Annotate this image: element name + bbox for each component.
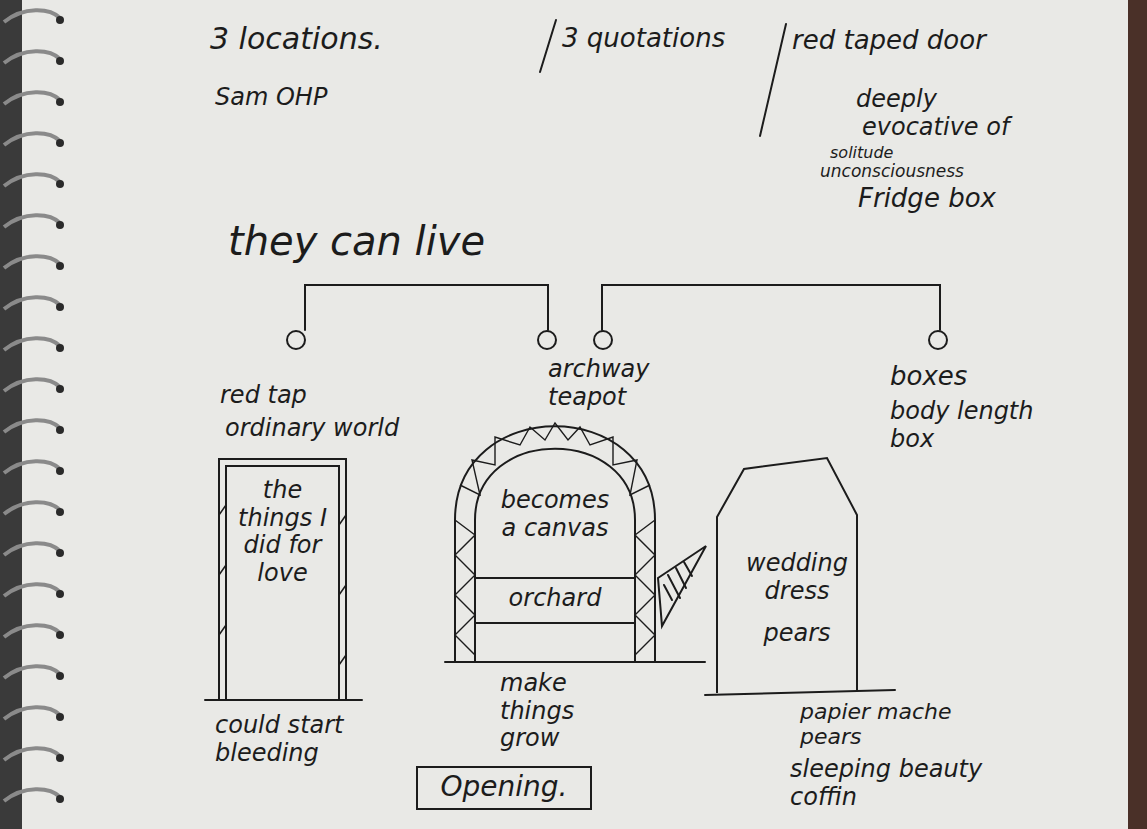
note: make things grow bbox=[500, 670, 610, 753]
binding-hole bbox=[56, 385, 64, 393]
binding-hole bbox=[56, 549, 64, 557]
page-edge bbox=[1128, 0, 1147, 829]
binding-hole bbox=[56, 16, 64, 24]
spiral-coils bbox=[4, 10, 64, 803]
binding-hole bbox=[56, 508, 64, 516]
node-text: becomes a canvas bbox=[495, 487, 615, 542]
note: archway teapot bbox=[548, 356, 718, 411]
binding-hole bbox=[56, 631, 64, 639]
node-text: pears bbox=[752, 620, 842, 648]
binding-edge bbox=[0, 0, 22, 829]
binding-hole bbox=[56, 590, 64, 598]
spiral-coil bbox=[4, 707, 60, 719]
node-text: Opening. bbox=[419, 771, 589, 803]
slash bbox=[540, 20, 556, 72]
binding-hole bbox=[56, 713, 64, 721]
binding-hole bbox=[56, 344, 64, 352]
spout-hatching bbox=[664, 562, 692, 600]
binding-hole bbox=[56, 672, 64, 680]
ground-line bbox=[445, 661, 705, 663]
spiral-coil bbox=[4, 543, 60, 555]
spiral-coil bbox=[4, 584, 60, 596]
slash bbox=[760, 24, 786, 136]
hook-circle bbox=[929, 331, 947, 349]
spiral-coil bbox=[4, 789, 60, 801]
bracket bbox=[305, 285, 548, 330]
spiral-coil bbox=[4, 379, 60, 391]
spiral-coil bbox=[4, 10, 60, 22]
note: Sam OHP bbox=[215, 84, 375, 112]
binding-hole bbox=[56, 98, 64, 106]
spiral-coil bbox=[4, 92, 60, 104]
teapot-spout bbox=[658, 546, 706, 626]
ground-line bbox=[705, 690, 895, 695]
note: unconsciousness bbox=[820, 162, 1020, 182]
note: body length box bbox=[890, 398, 1045, 453]
note: solitude bbox=[830, 144, 950, 162]
spiral-coil bbox=[4, 338, 60, 350]
spiral-coil bbox=[4, 461, 60, 473]
binding-hole bbox=[56, 180, 64, 188]
hook-circle bbox=[287, 331, 305, 349]
binding-hole bbox=[56, 262, 64, 270]
binding-hole bbox=[56, 467, 64, 475]
ink-lines bbox=[205, 20, 947, 700]
spiral-coil bbox=[4, 133, 60, 145]
boxed-note: Opening. bbox=[415, 765, 593, 811]
coffin-node: wedding dress pears bbox=[712, 455, 862, 695]
main-note: they can live bbox=[228, 218, 568, 264]
spiral-coil bbox=[4, 256, 60, 268]
bracket bbox=[602, 285, 940, 330]
binding-hole bbox=[56, 303, 64, 311]
spiral-coil bbox=[4, 51, 60, 63]
heading-note: red taped door bbox=[792, 26, 1022, 56]
node-text: wedding dress bbox=[742, 550, 852, 605]
note: could start bleeding bbox=[215, 712, 385, 767]
spiral-coil bbox=[4, 297, 60, 309]
note: sleeping beauty coffin bbox=[790, 756, 1020, 811]
spiral-coil bbox=[4, 174, 60, 186]
spiral-coil bbox=[4, 502, 60, 514]
node-text: orchard bbox=[480, 585, 630, 613]
spiral-coil bbox=[4, 420, 60, 432]
binding-hole bbox=[56, 795, 64, 803]
spiral-coil bbox=[4, 748, 60, 760]
hook-circle bbox=[538, 331, 556, 349]
binding-hole bbox=[56, 221, 64, 229]
note: ordinary world bbox=[225, 415, 455, 443]
binding-hole bbox=[56, 754, 64, 762]
node-text: the things I did for love bbox=[235, 477, 330, 587]
heading-note: 3 locations. bbox=[210, 22, 470, 57]
note: evocative of bbox=[862, 114, 1062, 142]
spiral-coil bbox=[4, 666, 60, 678]
note: papier mache pears bbox=[800, 699, 985, 750]
door-node: the things I did for love bbox=[215, 455, 350, 700]
note: Fridge box bbox=[858, 184, 1058, 214]
note: red tap bbox=[220, 382, 360, 410]
spiral-coil bbox=[4, 215, 60, 227]
binding-hole bbox=[56, 57, 64, 65]
note: boxes bbox=[890, 362, 1040, 392]
archway-node: becomes a canvas orchard bbox=[450, 415, 660, 665]
spiral-coil bbox=[4, 625, 60, 637]
binding-hole bbox=[56, 139, 64, 147]
hook-circle bbox=[594, 331, 612, 349]
note: deeply bbox=[856, 86, 976, 114]
binding-hole bbox=[56, 426, 64, 434]
heading-note: 3 quotations bbox=[562, 24, 757, 54]
